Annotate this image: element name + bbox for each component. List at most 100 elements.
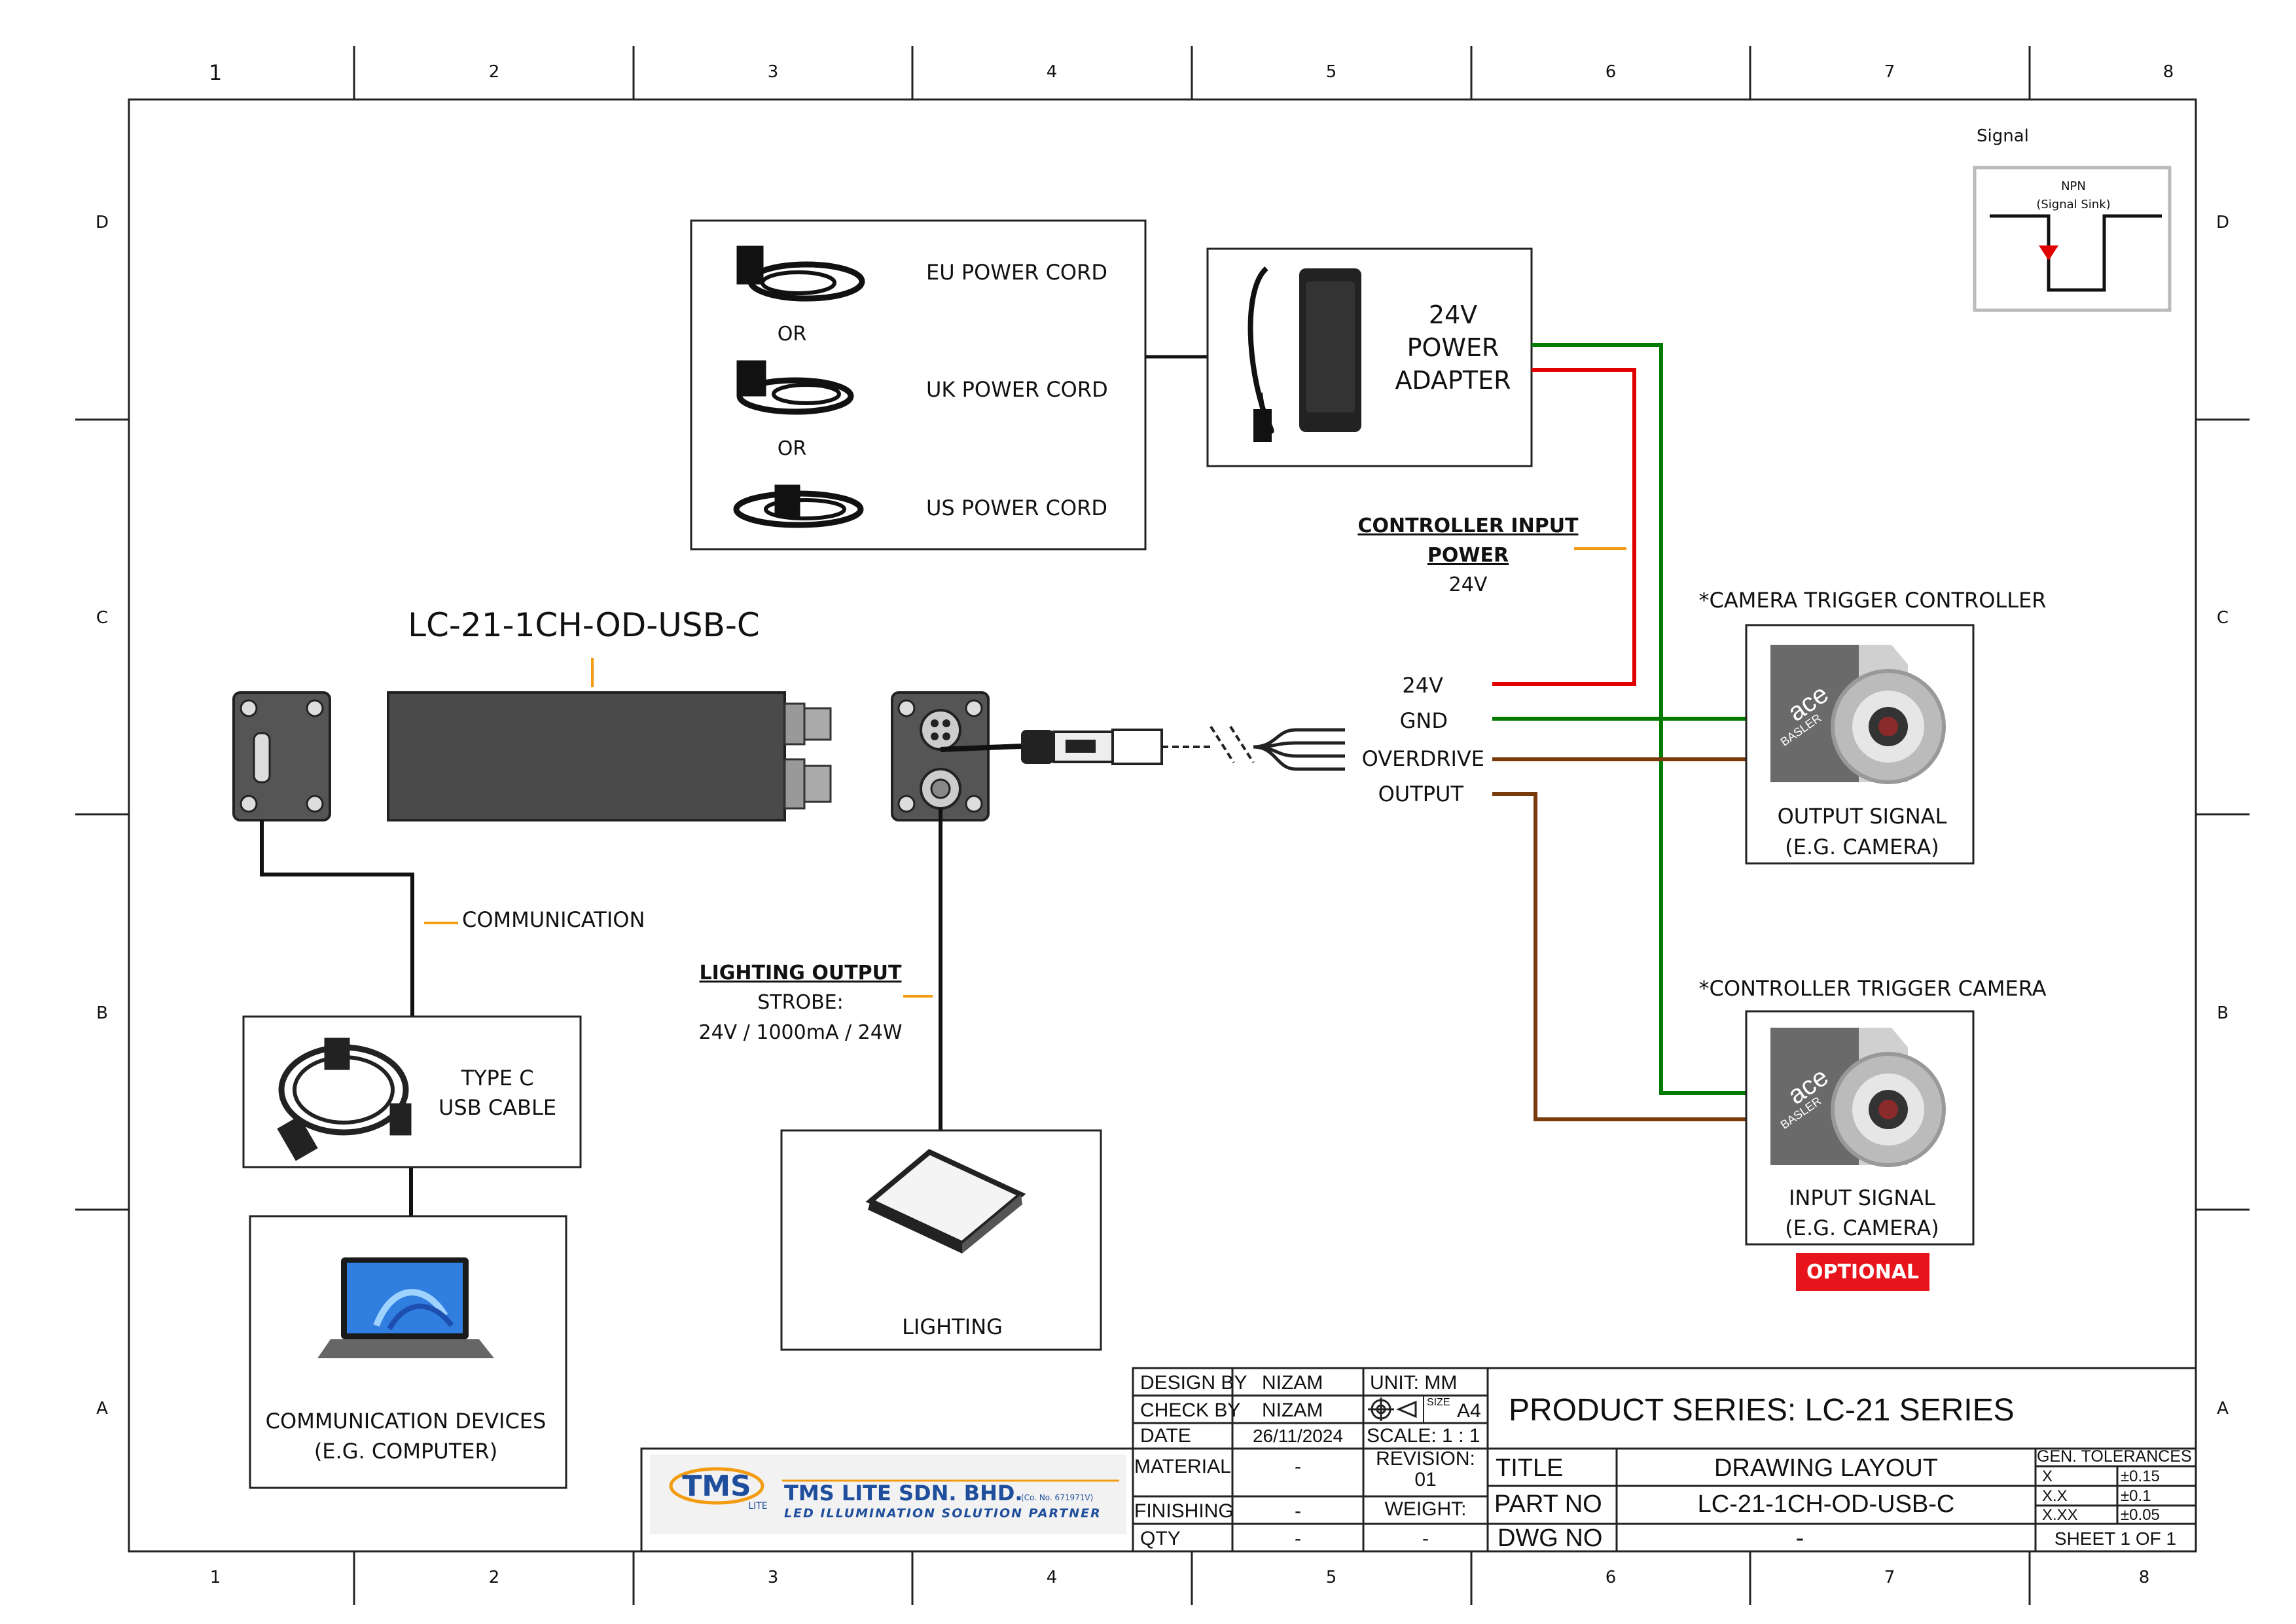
camera-input-signal: *CONTROLLER TRIGGER CAMERA ace BASLER IN… bbox=[1698, 976, 2047, 1291]
title-block-text: DESIGN BY NIZAM CHECK BY NIZAM DATE 26/1… bbox=[1134, 1372, 2192, 1552]
material-value: - bbox=[1295, 1456, 1301, 1477]
usb-cable-box: TYPE C USB CABLE bbox=[242, 1015, 582, 1168]
col-label: 1 bbox=[210, 1568, 221, 1587]
signal-title: Signal bbox=[1977, 126, 2029, 146]
sheet-number: SHEET 1 OF 1 bbox=[2054, 1528, 2176, 1549]
computer-label: (E.G. COMPUTER) bbox=[314, 1439, 497, 1464]
title-block bbox=[640, 1367, 2197, 1553]
col-label: 5 bbox=[1326, 1568, 1337, 1587]
or-label: OR bbox=[778, 323, 806, 346]
lighting-output: LIGHTING OUTPUT STROBE: 24V / 1000mA / 2… bbox=[699, 808, 942, 1130]
finishing-label: FINISHING bbox=[1134, 1500, 1234, 1522]
row-labels-right: D C B A bbox=[2216, 213, 2229, 1418]
dwg-no-value: - bbox=[1796, 1525, 1804, 1552]
col-label: 8 bbox=[2163, 62, 2174, 82]
lighting-output-title: LIGHTING OUTPUT bbox=[700, 962, 902, 984]
basler-camera-icon: ace BASLER bbox=[1770, 645, 1946, 784]
camera1-label: (E.G. CAMERA) bbox=[1785, 835, 1939, 859]
lighting-output-line: STROBE: bbox=[757, 991, 843, 1014]
laptop-icon bbox=[317, 1257, 494, 1358]
optional-badge-text: OPTIONAL bbox=[1806, 1261, 1919, 1284]
revision-label: REVISION: bbox=[1376, 1448, 1475, 1470]
computer-box: COMMUNICATION DEVICES (E.G. COMPUTER) bbox=[249, 1215, 567, 1489]
check-by-label: CHECK BY bbox=[1140, 1399, 1240, 1421]
signal-type-sub: (Signal Sink) bbox=[2036, 198, 2110, 211]
tolerance-value: ±0.1 bbox=[2121, 1487, 2151, 1505]
wire-label-overdrive: OVERDRIVE bbox=[1362, 746, 1484, 771]
wiring bbox=[1492, 343, 1746, 1121]
company-logo-sub: LITE bbox=[748, 1501, 767, 1511]
date-value: 26/11/2024 bbox=[1253, 1426, 1343, 1446]
camera2-heading: *CONTROLLER TRIGGER CAMERA bbox=[1698, 976, 2046, 1001]
signal-legend: Signal NPN (Signal Sink) bbox=[1973, 126, 2172, 312]
adapter-line: 24V bbox=[1429, 300, 1477, 329]
us-plug-icon bbox=[733, 484, 864, 528]
col-label: 5 bbox=[1326, 62, 1337, 82]
scale-value: SCALE: 1 : 1 bbox=[1367, 1425, 1480, 1447]
col-label: 2 bbox=[489, 1568, 500, 1587]
controller-input-title: CONTROLLER INPUT bbox=[1357, 514, 1579, 537]
wire-labels: 24V GND OVERDRIVE OUTPUT bbox=[1362, 673, 1484, 806]
col-label: 1 bbox=[209, 60, 222, 85]
material-label: MATERIAL bbox=[1134, 1456, 1231, 1477]
title-value: DRAWING LAYOUT bbox=[1714, 1454, 1938, 1482]
col-label: 7 bbox=[1884, 62, 1895, 82]
uk-cord-label: UK POWER CORD bbox=[926, 377, 1108, 402]
npn-waveform bbox=[1990, 214, 2162, 292]
camera-output-signal: *CAMERA TRIGGER CONTROLLER ace BASLER OU… bbox=[1698, 588, 2047, 865]
power-adapter-icon bbox=[1247, 266, 1361, 442]
col-label: 8 bbox=[2139, 1568, 2150, 1587]
controller-input-voltage: 24V bbox=[1449, 573, 1488, 596]
title-label: TITLE bbox=[1496, 1454, 1563, 1482]
tolerance-key: X bbox=[2042, 1468, 2053, 1485]
lighting-label: LIGHTING bbox=[902, 1314, 1003, 1339]
col-label: 4 bbox=[1047, 1568, 1058, 1587]
lighting-output-line: 24V / 1000mA / 24W bbox=[699, 1021, 903, 1044]
usb-cable-icon bbox=[277, 1038, 412, 1161]
controller-housing bbox=[387, 691, 786, 821]
optional-badge bbox=[1796, 1253, 1929, 1291]
weight-value: - bbox=[1422, 1528, 1429, 1549]
power-cord-box: EU POWER CORD OR UK POWER CORD OR US POW… bbox=[690, 219, 1147, 550]
wire-24v-red bbox=[1492, 368, 1636, 686]
unit-value: UNIT: MM bbox=[1370, 1372, 1457, 1394]
m12-cable bbox=[940, 725, 1345, 771]
lighting-box: LIGHTING bbox=[780, 1129, 1102, 1351]
signal-type: NPN bbox=[2061, 179, 2086, 193]
company-tagline: LED ILLUMINATION SOLUTION PARTNER bbox=[784, 1506, 1102, 1521]
controller-unit: LC-21-1CH-OD-USB-C bbox=[232, 606, 1345, 821]
col-label: 2 bbox=[489, 62, 500, 82]
check-by-value: NIZAM bbox=[1262, 1399, 1323, 1421]
power-adapter-box: 24V POWER ADAPTER bbox=[1206, 247, 1533, 467]
col-label: 6 bbox=[1605, 62, 1617, 82]
company-reg: (Co. No. 671971V) bbox=[1021, 1493, 1093, 1502]
camera2-label: (E.G. CAMERA) bbox=[1785, 1216, 1939, 1240]
design-by-value: NIZAM bbox=[1262, 1372, 1323, 1394]
camera1-heading: *CAMERA TRIGGER CONTROLLER bbox=[1698, 588, 2046, 613]
row-label: A bbox=[2217, 1399, 2229, 1418]
row-label: D bbox=[96, 213, 109, 232]
controller-input-power-label: CONTROLLER INPUT POWER 24V bbox=[1357, 514, 1626, 596]
eu-plug-icon bbox=[736, 245, 865, 302]
company-logo-text: TMS bbox=[682, 1470, 751, 1503]
column-labels-top: 1 2 3 4 5 6 7 8 bbox=[209, 60, 2174, 85]
usb-label: TYPE C bbox=[460, 1066, 533, 1091]
size-label: SIZE bbox=[1427, 1397, 1450, 1408]
or-label: OR bbox=[778, 437, 806, 460]
row-label: B bbox=[96, 1003, 108, 1023]
communication-path: COMMUNICATION bbox=[260, 820, 645, 1216]
qty-value: - bbox=[1295, 1528, 1301, 1549]
wire-label-output: OUTPUT bbox=[1378, 782, 1464, 806]
tolerances-label: GEN. TOLERANCES bbox=[2037, 1447, 2192, 1466]
wire-label-24v: 24V bbox=[1402, 673, 1443, 698]
row-label: D bbox=[2216, 213, 2229, 232]
controller-model: LC-21-1CH-OD-USB-C bbox=[408, 606, 760, 644]
basler-camera-icon: ace BASLER bbox=[1770, 1028, 1946, 1167]
tolerance-value: ±0.05 bbox=[2121, 1506, 2160, 1524]
col-label: 3 bbox=[768, 62, 779, 82]
col-label: 3 bbox=[768, 1568, 779, 1587]
us-cord-label: US POWER CORD bbox=[926, 496, 1107, 520]
design-by-label: DESIGN BY bbox=[1140, 1372, 1247, 1394]
computer-label: COMMUNICATION DEVICES bbox=[266, 1409, 547, 1434]
adapter-line: ADAPTER bbox=[1395, 366, 1511, 395]
